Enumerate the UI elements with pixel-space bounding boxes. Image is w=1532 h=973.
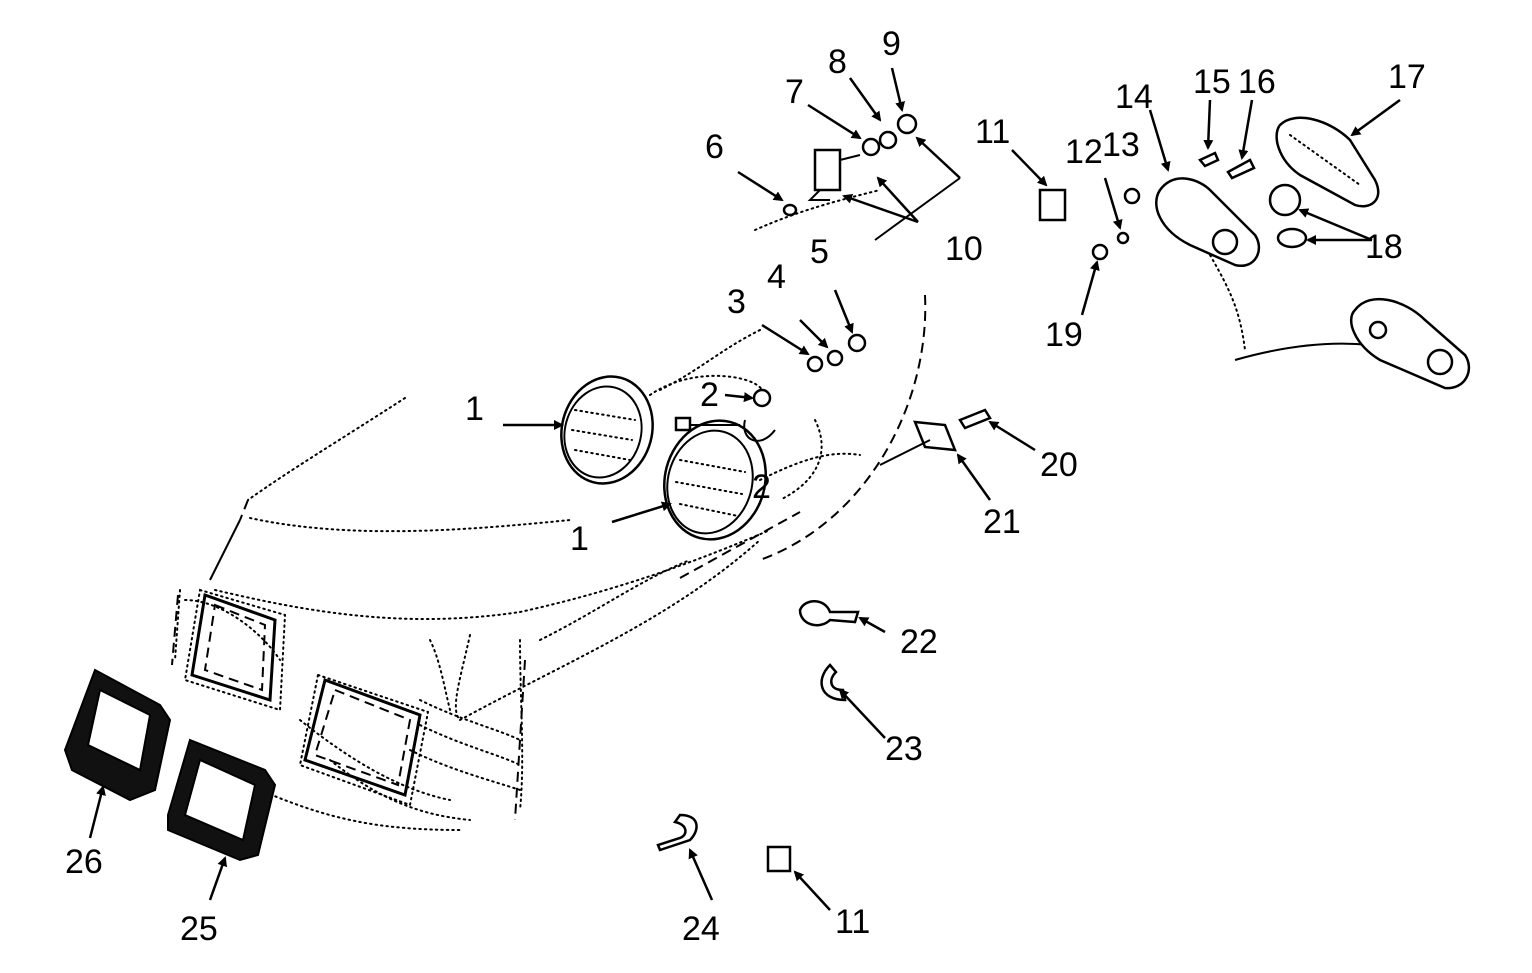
leader-lines (88, 67, 1401, 911)
plate-21 (913, 420, 957, 452)
callout-6: 6 (705, 128, 724, 166)
lamp-housing (1155, 177, 1371, 361)
clip-lower (766, 845, 792, 873)
fog-lamp-lower (663, 419, 767, 541)
body-headlamp-openings (183, 588, 430, 807)
callout-10: 10 (945, 230, 983, 268)
callout-19: 19 (1045, 316, 1083, 354)
clip-23 (820, 663, 847, 702)
clip-upper (1038, 188, 1067, 222)
screw-20 (958, 408, 992, 430)
callout-4: 4 (767, 258, 786, 296)
bulb (1268, 183, 1302, 217)
lock-washer (826, 349, 844, 367)
fog-lamp-upper (560, 375, 654, 485)
vehicle-body-outline (171, 189, 927, 831)
callout-1-lower: 1 (570, 520, 589, 558)
callout-11-lower: 11 (835, 903, 871, 941)
callout-7: 7 (785, 73, 804, 111)
screw-15 (1198, 151, 1220, 168)
washer (806, 355, 824, 373)
callout-22: 22 (900, 623, 938, 661)
clip-24 (656, 813, 698, 852)
lamp-housing-2 (1349, 297, 1471, 390)
callout-18: 18 (1365, 228, 1403, 266)
small-nut (1116, 231, 1130, 245)
switch-assembly (782, 113, 961, 241)
callout-24: 24 (682, 910, 720, 948)
washer-13 (1123, 187, 1141, 205)
bracket-wire (674, 388, 776, 442)
callout-20: 20 (1040, 446, 1078, 484)
callout-25: 25 (180, 910, 218, 948)
callout-5: 5 (810, 233, 829, 271)
lamp-lens (1275, 116, 1380, 208)
callout-26: 26 (65, 843, 103, 881)
clamp-22 (798, 600, 860, 627)
headlamp-bezel-25 (167, 738, 277, 862)
callout-3: 3 (727, 283, 746, 321)
callout-2-lower: 2 (752, 468, 771, 506)
screw-16 (1226, 158, 1256, 180)
callout-2-upper: 2 (700, 376, 719, 414)
callout-23: 23 (885, 730, 923, 768)
callout-21: 21 (983, 503, 1021, 541)
callout-11-upper: 11 (975, 113, 1011, 151)
callout-16: 16 (1238, 63, 1276, 101)
callout-17: 17 (1388, 58, 1426, 96)
nut (847, 333, 867, 353)
nut-19 (1091, 243, 1109, 261)
callout-13: 13 (1102, 126, 1140, 164)
callout-8: 8 (828, 43, 847, 81)
callout-14: 14 (1115, 78, 1153, 116)
callout-12: 12 (1065, 133, 1103, 171)
bulb-wedge (1276, 227, 1308, 249)
headlamp-bezel-26 (63, 668, 172, 802)
callout-1-upper: 1 (465, 390, 484, 428)
callout-9: 9 (882, 25, 901, 63)
callout-15: 15 (1193, 63, 1231, 101)
